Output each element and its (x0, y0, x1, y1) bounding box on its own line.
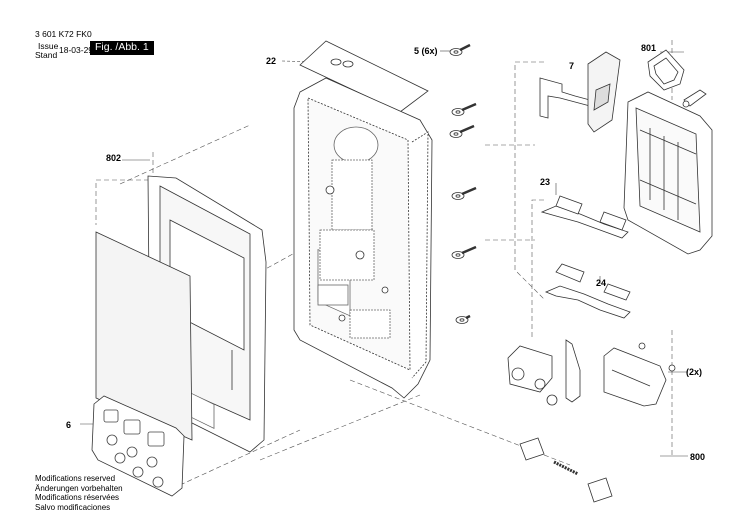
callout-7: 7 (569, 61, 575, 71)
callout-800: 800 (690, 452, 706, 462)
callout-801: 801 (641, 43, 657, 53)
callout-802: 802 (106, 153, 122, 163)
issue-label: Issue (38, 41, 59, 51)
issue-date: 18-03-29 (59, 45, 94, 55)
figure-label: Fig. /Abb. 1 (90, 41, 154, 55)
part-800-latch (507, 339, 676, 503)
part-802-door (95, 175, 267, 453)
callout-23: 23 (540, 177, 551, 187)
main-housing (293, 77, 433, 399)
callout-5: 5 (6x) (414, 46, 438, 56)
callout-2x: (2x) (686, 367, 703, 377)
footer-line-fr: Modifications réservées (35, 493, 120, 503)
footer-line-de: Änderungen vorbehalten (35, 483, 123, 493)
footer-line-en: Modifications reserved (35, 474, 116, 483)
part-24-contacts (544, 263, 631, 319)
screws-5 (449, 43, 477, 324)
callout-6: 6 (66, 420, 72, 430)
footer-line-es: Salvo modificaciones (35, 502, 111, 512)
callout-24: 24 (596, 278, 607, 288)
callout-22: 22 (266, 56, 277, 66)
part-number: 3 601 K72 FK0 (35, 29, 92, 39)
part-6-keypad (91, 395, 185, 497)
part-7 (539, 51, 621, 133)
stand-label: Stand (35, 50, 58, 60)
part-23-contacts (540, 195, 629, 239)
footer-notes: Modifications reserved Änderungen vorbeh… (35, 474, 123, 512)
part-801-cover (623, 49, 713, 255)
